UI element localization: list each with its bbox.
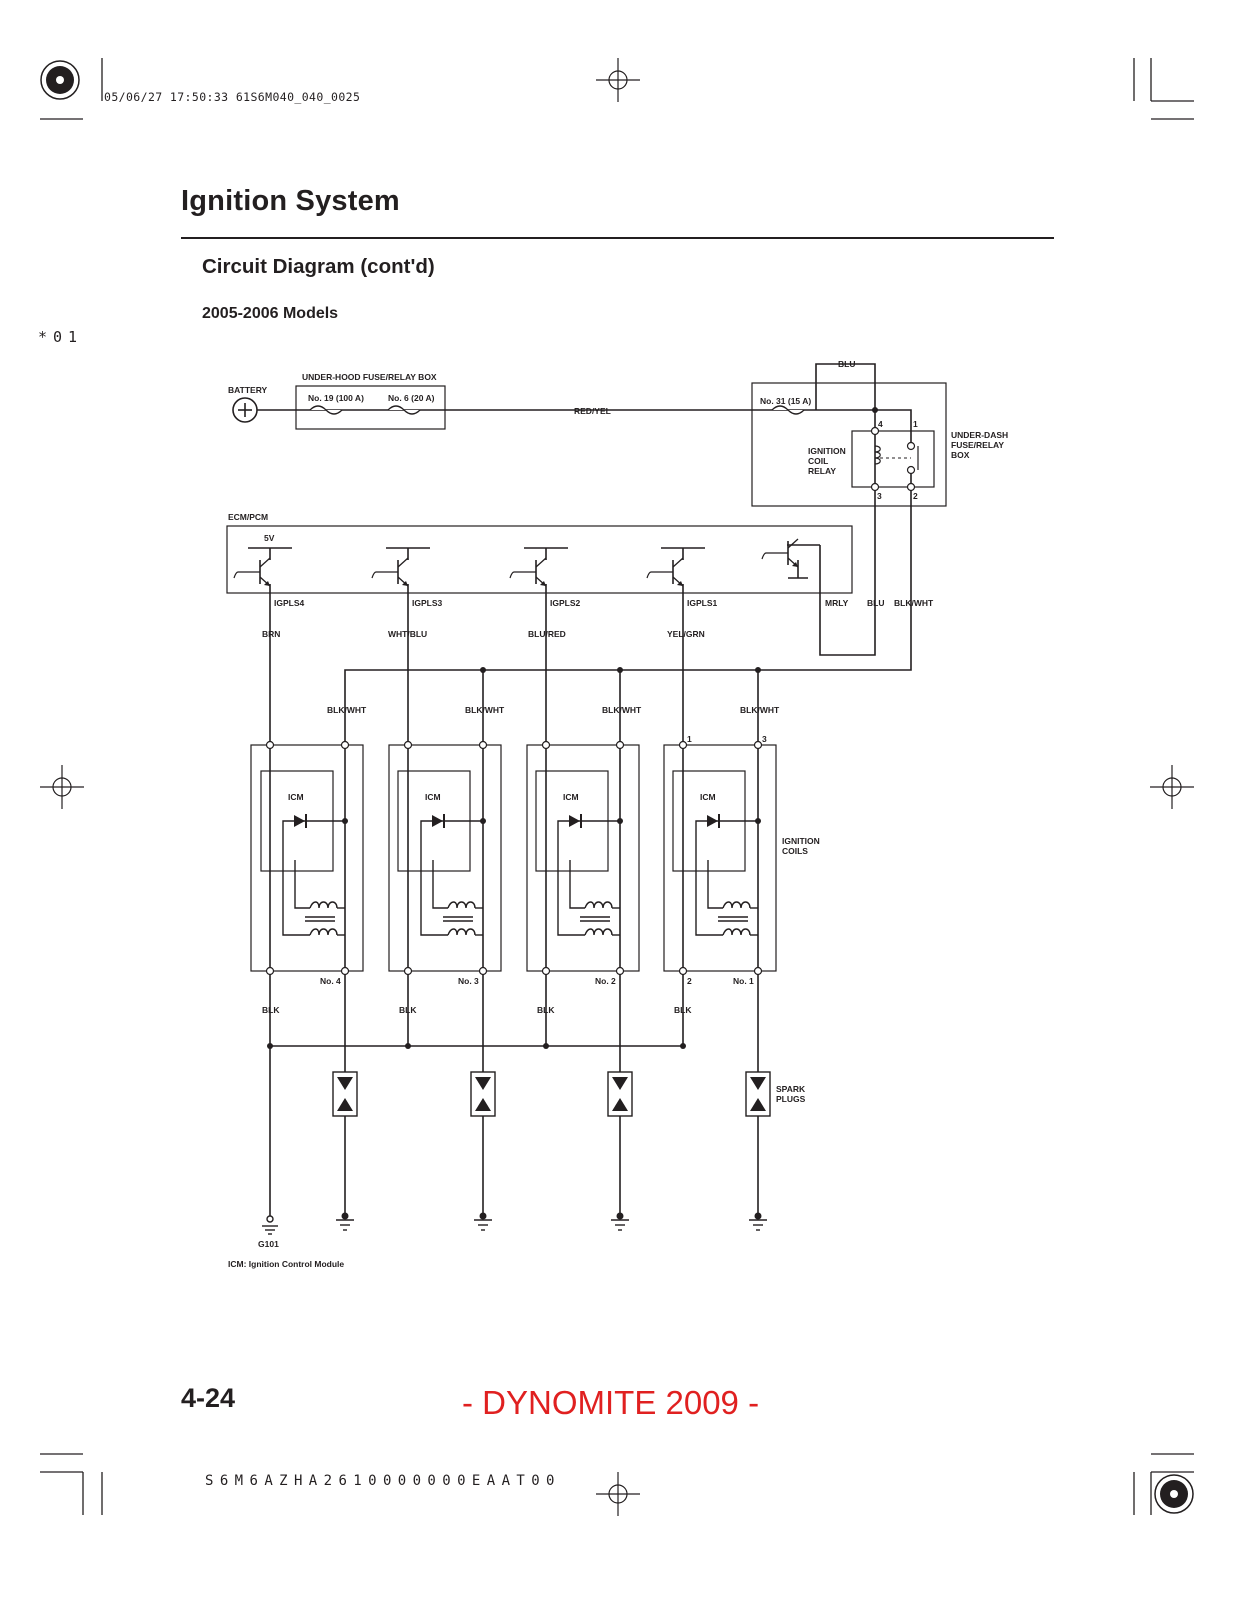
ecm-label: ECM/PCM xyxy=(228,512,268,522)
icm-internals xyxy=(282,820,758,936)
wire-blkwht-label: BLK/WHT xyxy=(740,705,780,715)
icm-label: ICM xyxy=(700,792,716,802)
underdash-label-line3: BOX xyxy=(951,450,970,460)
ecm-drivers xyxy=(233,538,799,587)
wire-whtblu-label: WHT/BLU xyxy=(388,629,427,639)
model-years: 2005-2006 Models xyxy=(202,305,339,322)
wire-blk-label: BLK xyxy=(674,1005,692,1015)
watermark: - DYNOMITE 2009 - xyxy=(462,1384,760,1421)
underdash-label-line2: FUSE/RELAY xyxy=(951,440,1004,450)
icm-label: ICM xyxy=(288,792,304,802)
icm-label: ICM xyxy=(425,792,441,802)
relay-pin-1: 1 xyxy=(913,419,918,429)
ground-symbols xyxy=(262,1215,767,1235)
registration-target xyxy=(40,60,1194,1514)
coil-pin-1: 1 xyxy=(687,734,692,744)
igpls4-label: IGPLS4 xyxy=(274,598,305,608)
relay-label-line3: RELAY xyxy=(808,466,836,476)
registration-crosshair xyxy=(40,58,1194,1516)
blkwht-right-label: BLK/WHT xyxy=(894,598,934,608)
spark-plugs xyxy=(332,1071,771,1117)
wire-blk-label: BLK xyxy=(537,1005,555,1015)
wire-blk-label: BLK xyxy=(262,1005,280,1015)
section-subtitle: Circuit Diagram (cont'd) xyxy=(202,255,435,278)
terminals xyxy=(265,426,916,976)
coil-pin-3: 3 xyxy=(762,734,767,744)
relay-pin-3: 3 xyxy=(877,491,882,501)
title-rule xyxy=(181,237,1054,239)
diodes xyxy=(294,814,720,828)
ground-g101-label: G101 xyxy=(258,1239,279,1249)
igpls2-label: IGPLS2 xyxy=(550,598,581,608)
wire-red-yel-label: RED/YEL xyxy=(574,406,611,416)
icm-footnote: ICM: Ignition Control Module xyxy=(228,1259,344,1269)
blu-right-label: BLU xyxy=(867,598,884,608)
spark-plugs-label-line2: PLUGS xyxy=(776,1094,806,1104)
coil-no4-label: No. 4 xyxy=(320,976,341,986)
battery-label: BATTERY xyxy=(228,385,268,395)
relay-pin-4: 4 xyxy=(878,419,883,429)
underhood-box-label: UNDER-HOOD FUSE/RELAY BOX xyxy=(302,372,437,382)
5v-label: 5V xyxy=(264,533,275,543)
spark-plugs-label-line1: SPARK xyxy=(776,1084,806,1094)
igpls1-label: IGPLS1 xyxy=(687,598,718,608)
relay-label-line2: COIL xyxy=(808,456,828,466)
fuse-6-label: No. 6 (20 A) xyxy=(388,393,435,403)
wire-blkwht-label: BLK/WHT xyxy=(465,705,505,715)
igpls3-label: IGPLS3 xyxy=(412,598,443,608)
wire-yelgrn-label: YEL/GRN xyxy=(667,629,705,639)
wire-blu-top-label: BLU xyxy=(838,359,855,369)
coil-no1-label: No. 1 xyxy=(733,976,754,986)
relay-label-line1: IGNITION xyxy=(808,446,846,456)
print-timestamp: 05/06/27 17:50:33 61S6M040_040_0025 xyxy=(104,90,361,104)
wire-brn-label: BRN xyxy=(262,629,280,639)
icm-label: ICM xyxy=(563,792,579,802)
coil-no3-label: No. 3 xyxy=(458,976,479,986)
fuse-19-label: No. 19 (100 A) xyxy=(308,393,364,403)
relay-pin-2: 2 xyxy=(913,491,918,501)
revision-note: *01 xyxy=(38,328,84,346)
wire-blured-label: BLU/RED xyxy=(528,629,566,639)
page-number: 4-24 xyxy=(181,1383,236,1413)
wire-blkwht-label: BLK/WHT xyxy=(602,705,642,715)
mrly-label: MRLY xyxy=(825,598,849,608)
page-title: Ignition System xyxy=(181,185,400,217)
footer-code: S6M6AZHA2610000000EAAT00 xyxy=(205,1473,561,1489)
wire-blkwht-label: BLK/WHT xyxy=(327,705,367,715)
wire-blk-label: BLK xyxy=(399,1005,417,1015)
junction-dots xyxy=(267,407,878,1220)
coil-no2-label: No. 2 xyxy=(595,976,616,986)
ignition-coils-label-line1: IGNITION xyxy=(782,836,820,846)
coil-pin-2: 2 xyxy=(687,976,692,986)
ignition-coils-label-line2: COILS xyxy=(782,846,808,856)
fuse-31-label: No. 31 (15 A) xyxy=(760,396,811,406)
underdash-label-line1: UNDER-DASH xyxy=(951,430,1008,440)
